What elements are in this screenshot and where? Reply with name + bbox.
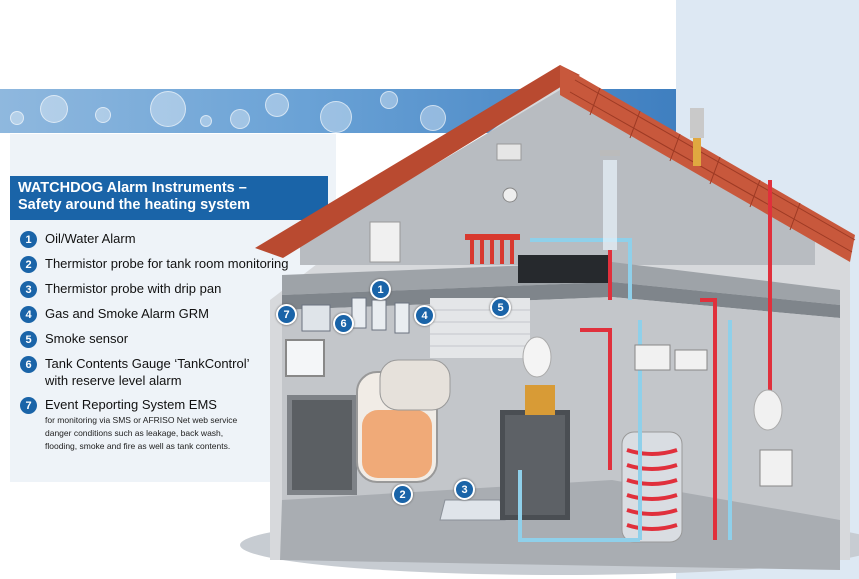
legend-badge-5: 5 xyxy=(20,331,37,348)
legend-item-4: 4 Gas and Smoke Alarm GRM xyxy=(20,305,326,323)
legend-sub-7-line1: for monitoring via SMS or AFRISO Net web… xyxy=(45,415,238,425)
legend-badge-4: 4 xyxy=(20,306,37,323)
legend-badge-7: 7 xyxy=(20,397,37,414)
marker-2[interactable]: 2 xyxy=(392,484,413,505)
legend-item-2: 2 Thermistor probe for tank room monitor… xyxy=(20,255,326,273)
legend-item-1: 1 Oil/Water Alarm xyxy=(20,230,326,248)
marker-1[interactable]: 1 xyxy=(370,279,391,300)
title-line-2: Safety around the heating system xyxy=(18,197,251,213)
legend-list: 1 Oil/Water Alarm 2 Thermistor probe for… xyxy=(20,230,326,459)
marker-6[interactable]: 6 xyxy=(333,313,354,334)
legend-item-3: 3 Thermistor probe with drip pan xyxy=(20,280,326,298)
legend-sub-7-line2: danger conditions such as leakage, back … xyxy=(45,428,224,438)
legend-item-7: 7 Event Reporting System EMS for monitor… xyxy=(20,396,326,452)
legend-label-2: Thermistor probe for tank room monitorin… xyxy=(45,256,289,271)
legend-label-5: Smoke sensor xyxy=(45,331,129,346)
legend-label-3: Thermistor probe with drip pan xyxy=(45,281,222,296)
legend-label-6-line2: with reserve level alarm xyxy=(45,373,182,388)
marker-5[interactable]: 5 xyxy=(490,297,511,318)
legend-sub-7-line3: flooding, smoke and fire as well as tank… xyxy=(45,441,231,451)
legend-badge-3: 3 xyxy=(20,281,37,298)
marker-7[interactable]: 7 xyxy=(276,304,297,325)
legend-badge-6: 6 xyxy=(20,356,37,373)
marker-3[interactable]: 3 xyxy=(454,479,475,500)
legend-item-5: 5 Smoke sensor xyxy=(20,330,326,348)
marker-4[interactable]: 4 xyxy=(414,305,435,326)
legend-label-1: Oil/Water Alarm xyxy=(45,231,136,246)
roof-left-edge xyxy=(255,65,580,258)
legend-label-4: Gas and Smoke Alarm GRM xyxy=(45,306,209,321)
legend-item-6: 6 Tank Contents Gauge ‘TankControl’ with… xyxy=(20,355,326,389)
legend-badge-2: 2 xyxy=(20,256,37,273)
bathtub xyxy=(518,255,608,283)
roof-tiles xyxy=(560,65,855,262)
legend-label-6: Tank Contents Gauge ‘TankControl’ xyxy=(45,356,250,371)
diagram-title: WATCHDOG Alarm Instruments – Safety arou… xyxy=(10,176,328,220)
legend-badge-1: 1 xyxy=(20,231,37,248)
legend-label-7: Event Reporting System EMS xyxy=(45,397,217,412)
title-line-1: WATCHDOG Alarm Instruments – xyxy=(18,180,247,196)
